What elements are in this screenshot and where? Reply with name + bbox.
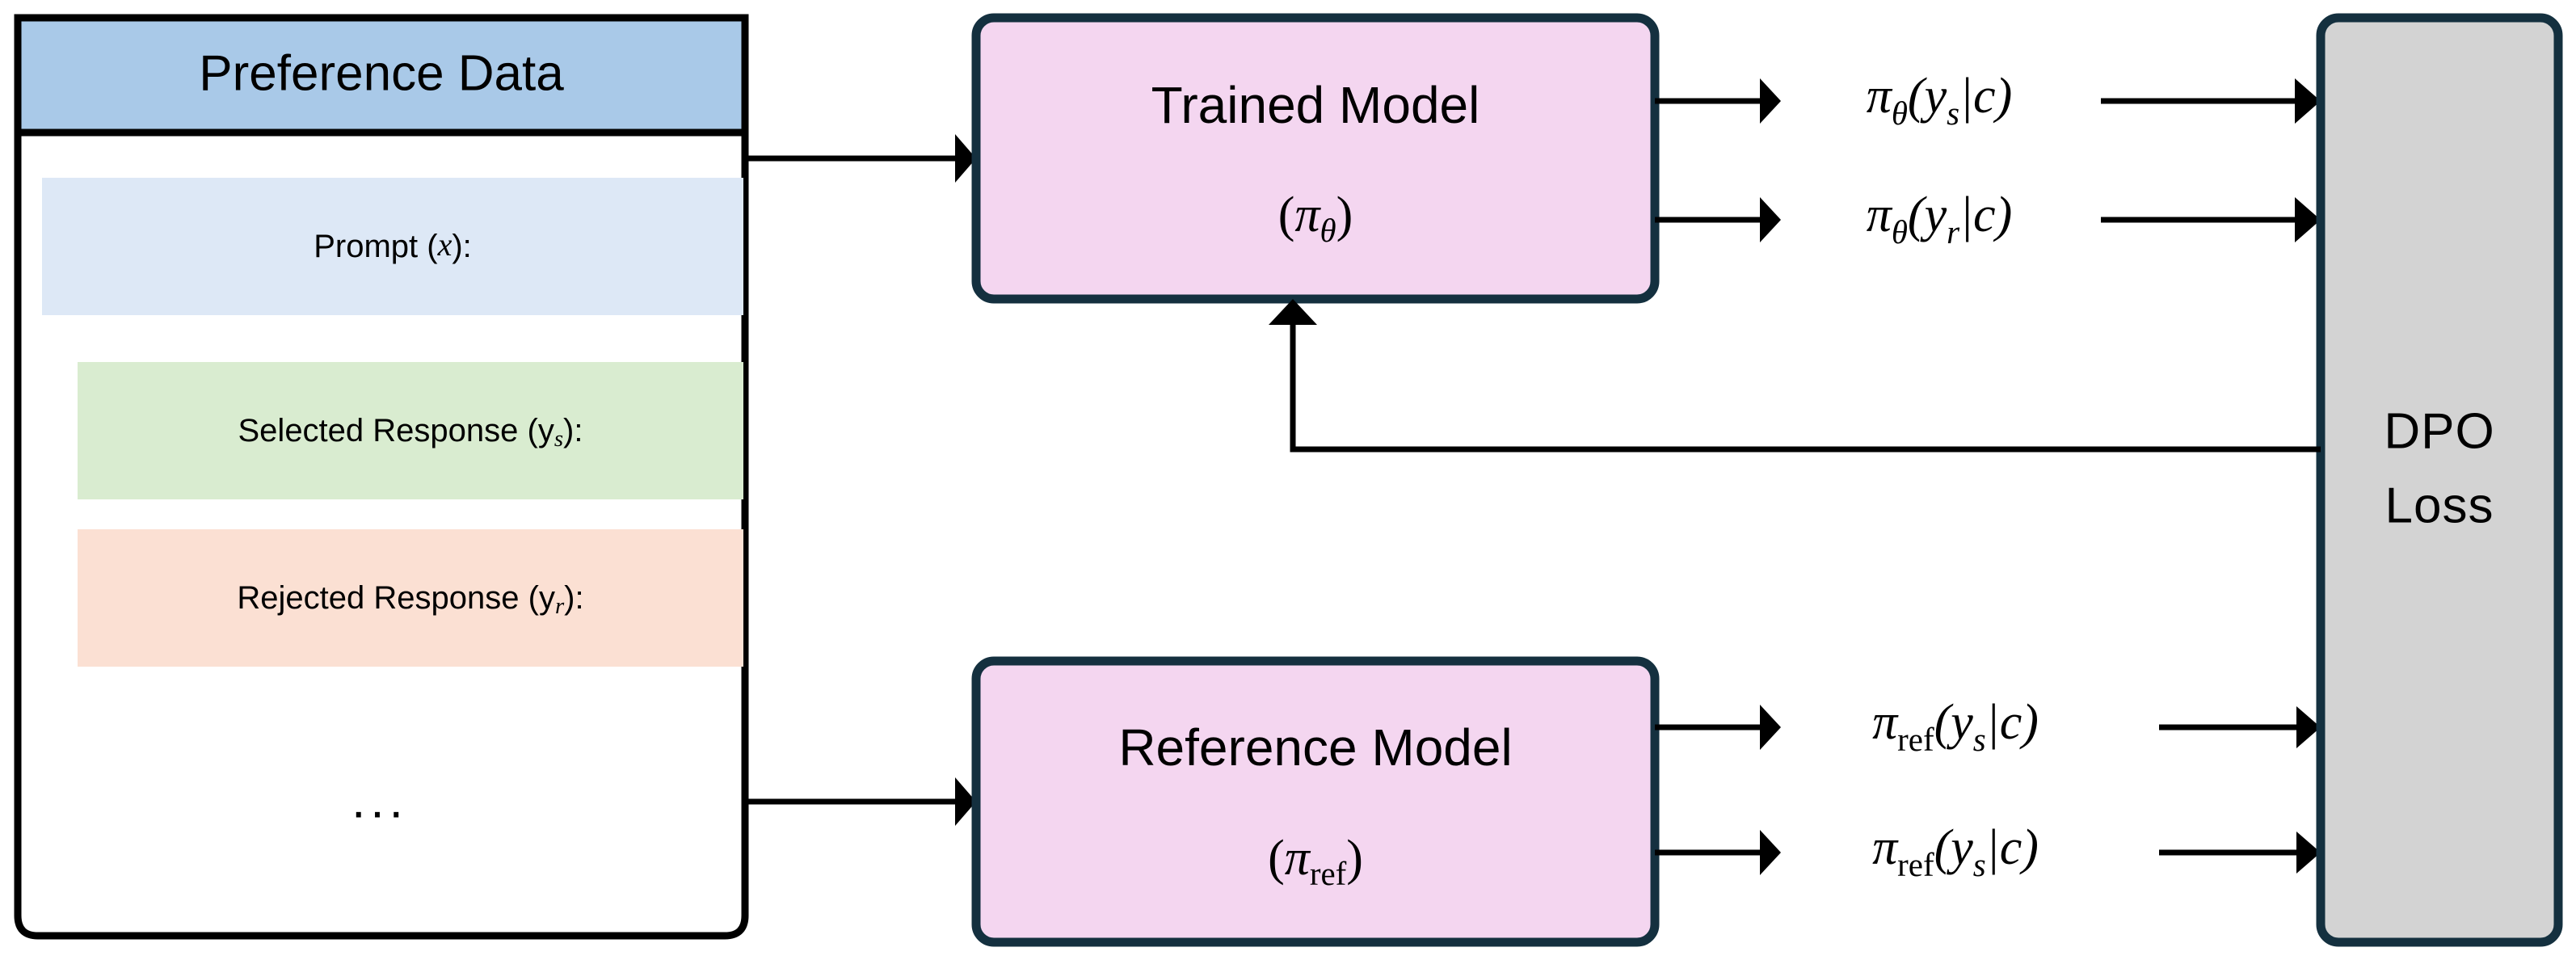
trained-model-fill <box>976 18 1655 299</box>
preference-data-block: Preference Data Prompt (x): Selected Res… <box>14 14 749 940</box>
arrow-output-reference-2-to-loss <box>2159 832 2321 874</box>
arrow-reference-to-output-1 <box>1655 705 1781 750</box>
arrow-reference-to-output-2 <box>1655 830 1781 875</box>
dpo-loss-block: DPO Loss <box>2316 13 2563 947</box>
reference-model-block: Reference Model (πref) <box>971 656 1660 947</box>
arrow-data-to-reference-model <box>745 777 976 826</box>
arrowhead-feedback-to-trained <box>1269 299 1317 325</box>
trained-model-border <box>971 13 1660 304</box>
output-trained-rejected-label: πθ(yr|c) <box>1867 187 2012 251</box>
dpo-loss-border <box>2316 13 2563 947</box>
trained-model-block: Trained Model (πθ) <box>971 13 1660 304</box>
preference-data-header-fill <box>18 18 745 133</box>
arrowhead-trained-selected <box>1760 78 1781 124</box>
output-reference-selected-1-label: πref(ys|c) <box>1872 695 2039 758</box>
output-trained-selected-label: πθ(ys|c) <box>1867 69 2012 132</box>
arrowhead-data-to-trained <box>955 134 976 183</box>
preference-data-ellipsis: ... <box>351 773 408 828</box>
prompt-swatch-label: Prompt (x): <box>314 226 472 263</box>
rejected-response-label: Rejected Response (yr): <box>237 580 583 619</box>
arrowhead-reference-1-to-loss <box>2296 706 2321 748</box>
output-reference-selected-2-label: πref(ys|c) <box>1872 820 2039 883</box>
dpo-loss-fill <box>2321 18 2558 942</box>
feedback-loop-loss-to-trained-model <box>1269 299 2321 453</box>
reference-model-border <box>971 656 1660 947</box>
arrowhead-reference-2-to-loss <box>2296 832 2321 874</box>
arrowhead-data-to-reference <box>955 777 976 826</box>
dpo-loss-title-line2: Loss <box>2385 478 2494 533</box>
dpo-loss-title-line1: DPO <box>2384 403 2494 459</box>
arrowhead-rejected-to-loss <box>2295 197 2321 242</box>
arrowhead-selected-to-loss <box>2295 78 2321 124</box>
preference-data-container <box>14 14 749 940</box>
arrowhead-reference-out-2 <box>1760 830 1781 875</box>
arrow-output-reference-1-to-loss <box>2159 706 2321 748</box>
trained-model-symbol: (πθ) <box>1278 187 1353 249</box>
arrowhead-reference-out-1 <box>1760 705 1781 750</box>
arrow-trained-to-output-rejected <box>1655 197 1781 242</box>
reference-model-symbol: (πref) <box>1268 831 1363 892</box>
preference-data-header-border <box>14 14 749 137</box>
arrow-output-rejected-to-loss <box>2101 197 2321 242</box>
selected-response-label: Selected Response (ys): <box>238 413 583 452</box>
arrow-data-to-trained-model <box>745 134 976 183</box>
arrowhead-trained-rejected <box>1760 197 1781 242</box>
reference-model-fill <box>976 661 1655 942</box>
arrow-output-selected-to-loss <box>2101 78 2321 124</box>
selected-response-swatch <box>78 362 743 499</box>
trained-model-title: Trained Model <box>1151 76 1480 134</box>
prompt-swatch <box>42 178 743 315</box>
preference-data-header-label: Preference Data <box>199 45 564 101</box>
arrow-trained-to-output-selected <box>1655 78 1781 124</box>
rejected-response-swatch <box>78 529 743 667</box>
reference-model-title: Reference Model <box>1118 718 1512 777</box>
